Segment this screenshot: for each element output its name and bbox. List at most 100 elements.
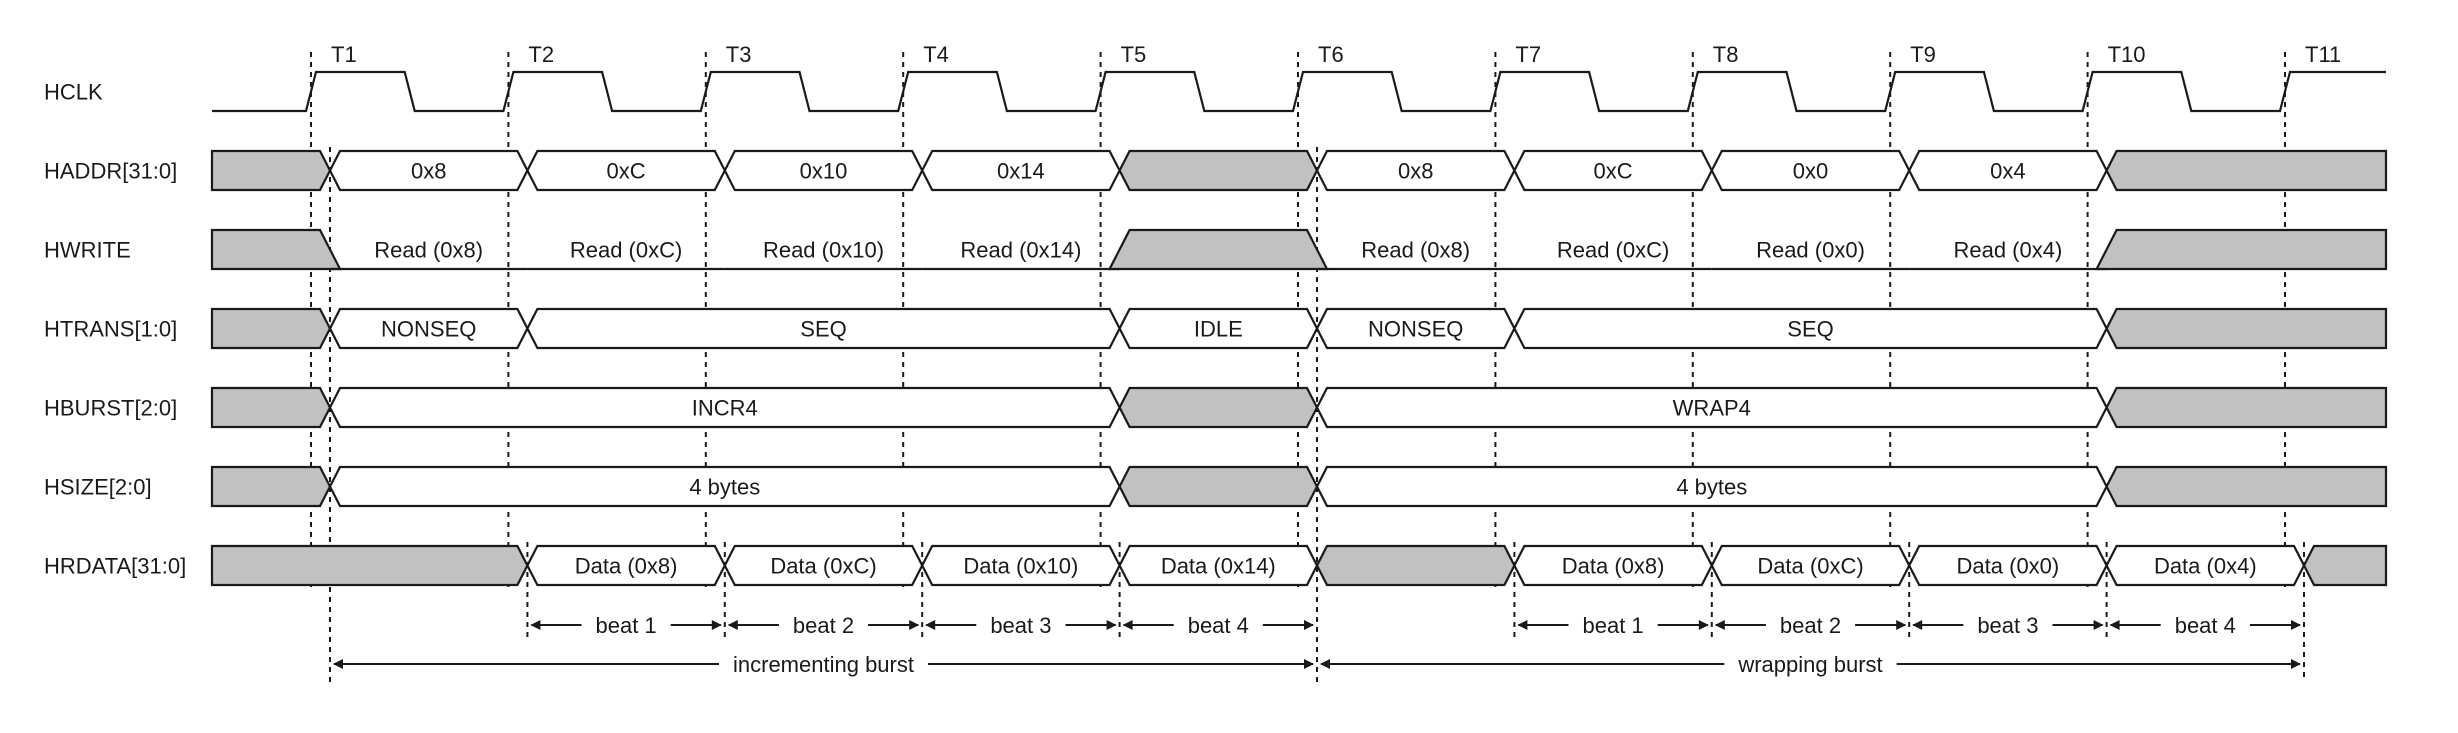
segment-value-label: 0x8: [1398, 159, 1433, 184]
clock-edge-label: T4: [923, 42, 949, 67]
invalid-segment: [2105, 465, 2388, 508]
invalid-segment: [210, 386, 332, 429]
arrow-head-left-icon: [1320, 659, 1330, 669]
segment-value-label: NONSEQ: [381, 317, 476, 342]
clock-edge-label: T10: [2108, 42, 2146, 67]
segment-value-label: Data (0x8): [575, 554, 678, 579]
arrow-head-right-icon: [1698, 620, 1709, 630]
signal-row-hburst-2-0: INCR4 WRAP4: [210, 386, 2388, 429]
segment-value-label: Read (0x10): [763, 238, 884, 263]
arrow-head-left-icon: [1912, 620, 1923, 630]
segment-value-label: 0x8: [411, 159, 446, 184]
segment-value-label: Read (0xC): [1557, 238, 1669, 263]
segment-value-label: Data (0xC): [1757, 554, 1863, 579]
segment-value-label: Read (0x8): [374, 238, 483, 263]
burst-span: wrapping burst: [1320, 652, 2301, 677]
beat-span-label: beat 4: [2175, 613, 2236, 638]
beat-span: beat 1: [1517, 613, 1709, 638]
segment-value-label: SEQ: [1787, 317, 1833, 342]
arrow-head-right-icon: [2291, 659, 2301, 669]
signal-row-hsize-2-0: 4 bytes 4 bytes: [210, 465, 2388, 508]
clock-edge-label: T8: [1713, 42, 1739, 67]
beat-span: beat 4: [1122, 613, 1314, 638]
segment-value-label: SEQ: [800, 317, 846, 342]
arrow-head-left-icon: [727, 620, 738, 630]
burst-span: incrementing burst: [333, 652, 1314, 677]
signal-label: HCLK: [44, 80, 103, 105]
segment-value-label: 0x0: [1793, 159, 1828, 184]
arrow-head-right-icon: [1304, 620, 1314, 630]
clock-edge-label: T2: [528, 42, 554, 67]
signal-labels: HCLK HADDR[31:0] HWRITE HTRANS[1:0] HBURST[2…: [44, 80, 186, 579]
arrow-head-right-icon: [2291, 620, 2301, 630]
beat-span-label: beat 2: [1780, 613, 1841, 638]
arrow-head-left-icon: [1122, 620, 1133, 630]
arrow-head-right-icon: [909, 620, 920, 630]
segment-value-label: Data (0x0): [1957, 554, 2060, 579]
beat-span: beat 3: [925, 613, 1117, 638]
burst-span-label: wrapping burst: [1737, 652, 1882, 677]
invalid-segment: [1315, 544, 1516, 587]
invalid-segment: [1118, 149, 1319, 192]
arrow-head-left-icon: [2109, 620, 2120, 630]
arrow-head-left-icon: [1517, 620, 1528, 630]
invalid-segment: [1118, 465, 1319, 508]
beat-span: beat 1: [530, 613, 722, 638]
beat-span: beat 3: [1912, 613, 2104, 638]
clock-edge-label: T3: [726, 42, 752, 67]
arrow-head-left-icon: [1714, 620, 1725, 630]
arrow-head-right-icon: [711, 620, 722, 630]
arrow-head-right-icon: [1304, 659, 1314, 669]
segment-value-label: 0x10: [800, 159, 848, 184]
segment-value-label: Read (0xC): [570, 238, 682, 263]
clock-edge-label: T5: [1121, 42, 1147, 67]
arrow-head-right-icon: [1896, 620, 1907, 630]
segment-value-label: Read (0x14): [960, 238, 1081, 263]
beat-span: beat 2: [1714, 613, 1907, 638]
invalid-segment: [2105, 149, 2388, 192]
segment-value-label: Data (0x8): [1562, 554, 1665, 579]
invalid-segment: [1107, 228, 1329, 271]
signal-label: HTRANS[1:0]: [44, 317, 177, 342]
arrow-head-right-icon: [2093, 620, 2104, 630]
beat-span-label: beat 3: [1977, 613, 2038, 638]
invalid-segment: [2094, 228, 2388, 271]
beat-span: beat 2: [727, 613, 920, 638]
signal-row-hrdata-31-0: Data (0x8)Data (0xC)Data (0x10)Data (0x1…: [210, 544, 2388, 587]
arrow-head-right-icon: [1106, 620, 1117, 630]
invalid-segment: [2302, 544, 2388, 587]
beat-span-label: beat 1: [1583, 613, 1644, 638]
segment-value-label: WRAP4: [1673, 396, 1751, 421]
invalid-segment: [2105, 386, 2388, 429]
signal-label: HBURST[2:0]: [44, 396, 177, 421]
beat-span: beat 4: [2109, 613, 2301, 638]
beat-span-label: beat 1: [596, 613, 657, 638]
arrow-head-left-icon: [530, 620, 541, 630]
signal-label: HRDATA[31:0]: [44, 554, 186, 579]
beat-span-label: beat 4: [1188, 613, 1249, 638]
segment-value-label: IDLE: [1194, 317, 1243, 342]
segment-value-label: Data (0x4): [2154, 554, 2257, 579]
invalid-segment: [210, 544, 529, 587]
clock-edge-label: T11: [2305, 42, 2341, 67]
segment-value-label: 4 bytes: [689, 475, 760, 500]
segment-value-label: 0xC: [1594, 159, 1633, 184]
signal-label: HWRITE: [44, 238, 131, 263]
clock-edge-label: T6: [1318, 42, 1344, 67]
segment-value-label: 0xC: [607, 159, 646, 184]
invalid-segment: [1118, 386, 1319, 429]
invalid-segment: [210, 149, 332, 192]
segment-value-label: 4 bytes: [1676, 475, 1747, 500]
signal-label: HADDR[31:0]: [44, 159, 177, 184]
clock-edge-label: T9: [1910, 42, 1936, 67]
invalid-segment: [210, 228, 342, 271]
segment-value-label: Read (0x4): [1953, 238, 2062, 263]
signal-label: HSIZE[2:0]: [44, 475, 152, 500]
segment-value-label: Read (0x0): [1756, 238, 1865, 263]
segment-value-label: Data (0x14): [1161, 554, 1276, 579]
segment-value-label: INCR4: [692, 396, 758, 421]
